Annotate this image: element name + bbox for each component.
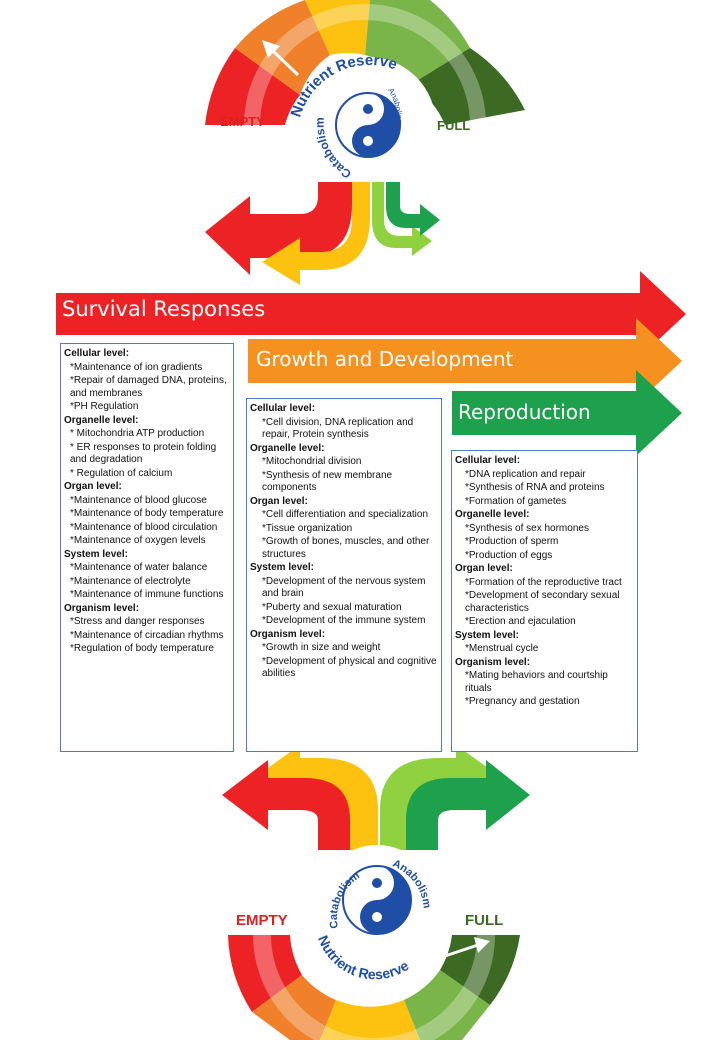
list-item: *Formation of the reproductive tract bbox=[465, 576, 622, 588]
list-item: *Erection and ejaculation bbox=[465, 616, 576, 627]
list-item: *Menstrual cycle bbox=[465, 643, 539, 654]
bottom-empty-label: EMPTY bbox=[236, 912, 288, 929]
list-item: *Cell division, DNA replication and repa… bbox=[262, 416, 414, 441]
bottom-gauge-seg-orange bbox=[252, 975, 336, 1040]
top-gauge-seg-red bbox=[205, 48, 300, 125]
list-item: *Repair of damaged DNA, proteins, and me… bbox=[70, 375, 227, 399]
list-item: * ER responses to protein folding and de… bbox=[70, 441, 217, 466]
top-gauge-seg-darkgreen bbox=[410, 48, 525, 125]
top-gauge: Nutrient Reserve Catabolism Anabolism bbox=[205, 0, 525, 193]
list-item: *Production of sperm bbox=[465, 536, 559, 547]
reproduction-band-arrow bbox=[452, 370, 682, 456]
list-item: *Synthesis of new membrane components bbox=[262, 469, 393, 494]
list-item: *Regulation of body temperature bbox=[70, 643, 214, 654]
level-heading: Organelle level: bbox=[64, 414, 139, 426]
top-branch-arrows bbox=[205, 182, 440, 285]
survival-title: Survival Responses bbox=[62, 297, 266, 321]
level-heading: Organelle level: bbox=[455, 509, 530, 520]
list-item: *Maintenance of water balance bbox=[70, 562, 208, 573]
bottom-gauge-seg-yellow bbox=[320, 1000, 420, 1040]
reproduction-box: Cellular level: *DNA replication and repa… bbox=[451, 450, 638, 752]
list-item: *Maintenance of ion gradients bbox=[70, 361, 203, 373]
bottom-gauge: Nutrient Reserve Catabolism Anabolism bbox=[228, 845, 520, 1040]
top-yin-yang-icon bbox=[335, 92, 401, 158]
top-gauge-inner-ring bbox=[244, 4, 486, 126]
list-item: *Maintenance of circadian rhythms bbox=[70, 629, 224, 641]
top-gauge-seg-orange bbox=[235, 0, 330, 95]
level-heading: System level: bbox=[64, 548, 128, 560]
list-item: *Maintenance of body temperature bbox=[70, 508, 224, 519]
top-gauge-pointer-head bbox=[262, 40, 280, 58]
list-item: *Synthesis of sex hormones bbox=[465, 522, 589, 534]
list-item: *Mating behaviors and courtship rituals bbox=[465, 670, 608, 694]
level-heading: Organism level: bbox=[64, 602, 140, 614]
level-heading: Organ level: bbox=[64, 481, 122, 492]
list-item: *Maintenance of electrolyte bbox=[70, 575, 191, 587]
bottom-arrow-red bbox=[222, 760, 350, 850]
list-item: *Maintenance of immune functions bbox=[70, 589, 224, 600]
list-item: *Development of the immune system bbox=[262, 615, 426, 626]
bottom-arrow-green bbox=[406, 760, 530, 850]
level-heading: System level: bbox=[455, 629, 519, 641]
top-arrow-darkgreen bbox=[386, 182, 440, 236]
top-arrow-yellow bbox=[262, 182, 370, 285]
level-heading: Organism level: bbox=[455, 656, 531, 668]
survival-band-arrow bbox=[56, 271, 686, 357]
level-heading: Organelle level: bbox=[250, 442, 325, 454]
list-item: * Regulation of calcium bbox=[70, 467, 173, 479]
list-item: *Growth of bones, muscles, and other str… bbox=[262, 536, 430, 560]
list-item: *Stress and danger responses bbox=[70, 616, 205, 627]
top-empty-label: EMPTY bbox=[220, 114, 265, 129]
top-arrow-red bbox=[205, 182, 352, 275]
list-item: * Mitochondria ATP production bbox=[70, 428, 205, 439]
bottom-gauge-pointer-head bbox=[474, 937, 490, 953]
bottom-branch-arrows bbox=[222, 745, 530, 850]
reproduction-title: Reproduction bbox=[458, 400, 591, 424]
growth-title: Growth and Development bbox=[256, 347, 514, 371]
bottom-yin-yang-icon bbox=[342, 865, 412, 935]
survival-responses-box: Cellular level: *Maintenance of ion gradi… bbox=[60, 343, 234, 752]
list-item: *Mitochondrial division bbox=[262, 456, 362, 467]
list-item: *Production of eggs bbox=[465, 549, 553, 561]
list-item: *Formation of gametes bbox=[465, 495, 567, 507]
list-item: *Development of secondary sexual charact… bbox=[465, 590, 620, 614]
list-item: *Pregnancy and gestation bbox=[465, 696, 580, 707]
bottom-gauge-seg-green bbox=[404, 970, 490, 1040]
top-full-label: FULL bbox=[437, 118, 471, 133]
list-item: *PH Regulation bbox=[70, 401, 139, 412]
bottom-gauge-inner-ring bbox=[253, 934, 495, 1040]
list-item: *Development of the nervous system and b… bbox=[262, 575, 426, 600]
growth-development-box: Cellular level: *Cell division, DNA repli… bbox=[246, 398, 442, 752]
level-heading: Organ level: bbox=[250, 495, 308, 507]
level-heading: Organ level: bbox=[455, 563, 513, 574]
bottom-gauge-seg-red bbox=[228, 935, 302, 1012]
list-item: *Maintenance of oxygen levels bbox=[70, 535, 206, 546]
list-item: *Puberty and sexual maturation bbox=[262, 601, 402, 613]
top-gauge-seg-yellow bbox=[305, 0, 370, 55]
list-item: *Tissue organization bbox=[262, 522, 353, 534]
level-heading: Cellular level: bbox=[455, 455, 521, 466]
top-arrow-lightgreen bbox=[372, 182, 432, 256]
list-item: *Synthesis of RNA and proteins bbox=[465, 482, 605, 493]
list-item: *Maintenance of blood circulation bbox=[70, 521, 218, 533]
top-gauge-pointer-arrow bbox=[268, 46, 300, 77]
level-heading: Cellular level: bbox=[250, 403, 316, 414]
level-heading: Organism level: bbox=[250, 628, 326, 640]
level-heading: System level: bbox=[250, 562, 314, 573]
level-heading: Cellular level: bbox=[64, 348, 130, 359]
bottom-gauge-pointer-arrow bbox=[441, 943, 479, 959]
list-item: *Growth in size and weight bbox=[262, 642, 381, 653]
growth-band-arrow bbox=[248, 318, 682, 404]
list-item: *Cell differentiation and specialization bbox=[262, 509, 429, 520]
list-item: *Maintenance of blood glucose bbox=[70, 494, 207, 506]
list-item: *Development of physical and cognitive a… bbox=[262, 655, 437, 680]
bottom-full-label: FULL bbox=[465, 912, 504, 929]
list-item: *DNA replication and repair bbox=[465, 468, 586, 480]
